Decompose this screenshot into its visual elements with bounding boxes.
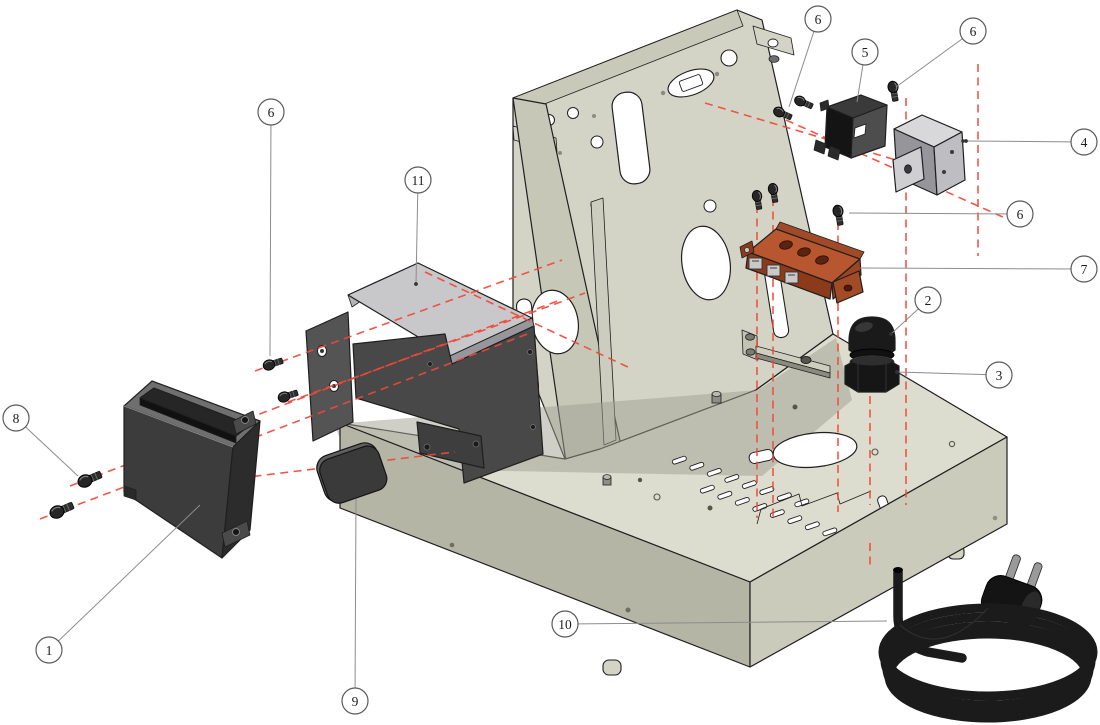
vent-slot: [822, 527, 838, 537]
callout-leader-9: [354, 498, 357, 702]
vent-slot: [724, 474, 740, 483]
callout-balloon-7: [1070, 255, 1098, 283]
part-1-transformer: [123, 380, 261, 559]
support-bar: [741, 329, 831, 379]
callout-leader-3: [896, 371, 1000, 376]
base-slot: [748, 449, 774, 464]
vent-slots: [671, 455, 838, 537]
callout-number-6: 6: [268, 105, 275, 120]
nut: [768, 55, 780, 63]
cover-lower-wing: [416, 421, 485, 469]
callout-balloon-9: [341, 687, 369, 715]
callout-leader-8: [15, 417, 79, 477]
back-panel-cutouts: [543, 49, 790, 339]
part-5-switch: [813, 94, 888, 161]
vent-slot: [706, 468, 722, 477]
part-8-screws: [47, 468, 104, 522]
chassis-frame: [334, 9, 1008, 676]
callout-number-3: 3: [996, 368, 1003, 383]
callout-number-4: 4: [1081, 135, 1088, 150]
callout-balloon-2: [914, 286, 942, 314]
leader-endpoint-dot: [889, 332, 893, 336]
chassis-foot: [602, 659, 622, 676]
callout-leader-6: [895, 30, 974, 88]
callout-leader-10: [564, 620, 888, 625]
switch-terminal: [813, 139, 827, 155]
part-3-gland-nut: [844, 348, 900, 393]
part-9-rubber-foot: [316, 442, 388, 504]
callout-balloon-6: [257, 98, 285, 126]
leader-endpoint-dot: [895, 370, 899, 374]
callout-number-2: 2: [925, 293, 932, 308]
callout-balloon-11: [404, 166, 432, 194]
vent-slot: [769, 509, 785, 518]
part-10-power-cord: [878, 554, 1098, 723]
callout-balloon-1: [35, 636, 63, 664]
callout-balloon-6: [804, 5, 832, 33]
callout-number-6: 6: [815, 12, 822, 27]
callout-number-11: 11: [412, 173, 425, 188]
callout-leader-6: [848, 212, 1021, 215]
callout-leader-6: [269, 111, 272, 357]
callout-number-6: 6: [970, 24, 977, 39]
vent-slot: [717, 490, 733, 500]
vent-slot: [804, 521, 820, 531]
callout-balloon-3: [985, 361, 1013, 389]
callout-number-7: 7: [1081, 262, 1088, 277]
callout-leader-7: [859, 267, 1085, 270]
vent-slot: [671, 455, 687, 465]
callout-balloon-8: [2, 404, 30, 432]
switch-terminal: [827, 145, 841, 161]
callout-balloon-5: [851, 38, 879, 66]
callout-number-8: 8: [13, 411, 20, 426]
tray-wall-front-right: [749, 436, 1008, 668]
front-edge-notch: [756, 490, 872, 525]
callout-balloon-10: [551, 610, 579, 638]
vent-slot: [776, 492, 792, 502]
callout-balloon-6: [1006, 200, 1034, 228]
terminal-contacts: [748, 257, 799, 284]
standoff-pegs: [602, 390, 722, 486]
cord-coil: [878, 603, 1098, 723]
callout-balloon-4: [1070, 128, 1098, 156]
callout-leader-6: [788, 18, 819, 108]
part-7-terminal-block: [739, 221, 865, 304]
part-4-clamp-bracket: [892, 114, 966, 196]
callout-balloons: 6 11 8 1 9 10 6 5 6 4 6 7 2 3: [2, 5, 1098, 715]
vent-slot: [689, 461, 705, 471]
callout-balloon-6: [959, 17, 987, 45]
callout-number-6: 6: [1017, 207, 1024, 222]
callout-leader-4: [965, 140, 1085, 143]
leader-endpoint-dot: [414, 282, 418, 286]
callout-leader-1: [48, 504, 201, 651]
callout-number-10: 10: [558, 617, 572, 632]
callout-number-9: 9: [352, 694, 359, 709]
callout-leader-11: [415, 179, 419, 285]
callout-number-1: 1: [46, 643, 53, 658]
vent-slot: [734, 497, 750, 506]
callout-number-5: 5: [862, 45, 869, 60]
vent-slot: [741, 480, 757, 489]
vent-slot: [787, 515, 803, 524]
vent-slot: [699, 484, 715, 494]
leader-endpoint-dot: [964, 139, 968, 143]
part-6-screws-left: [261, 355, 300, 405]
